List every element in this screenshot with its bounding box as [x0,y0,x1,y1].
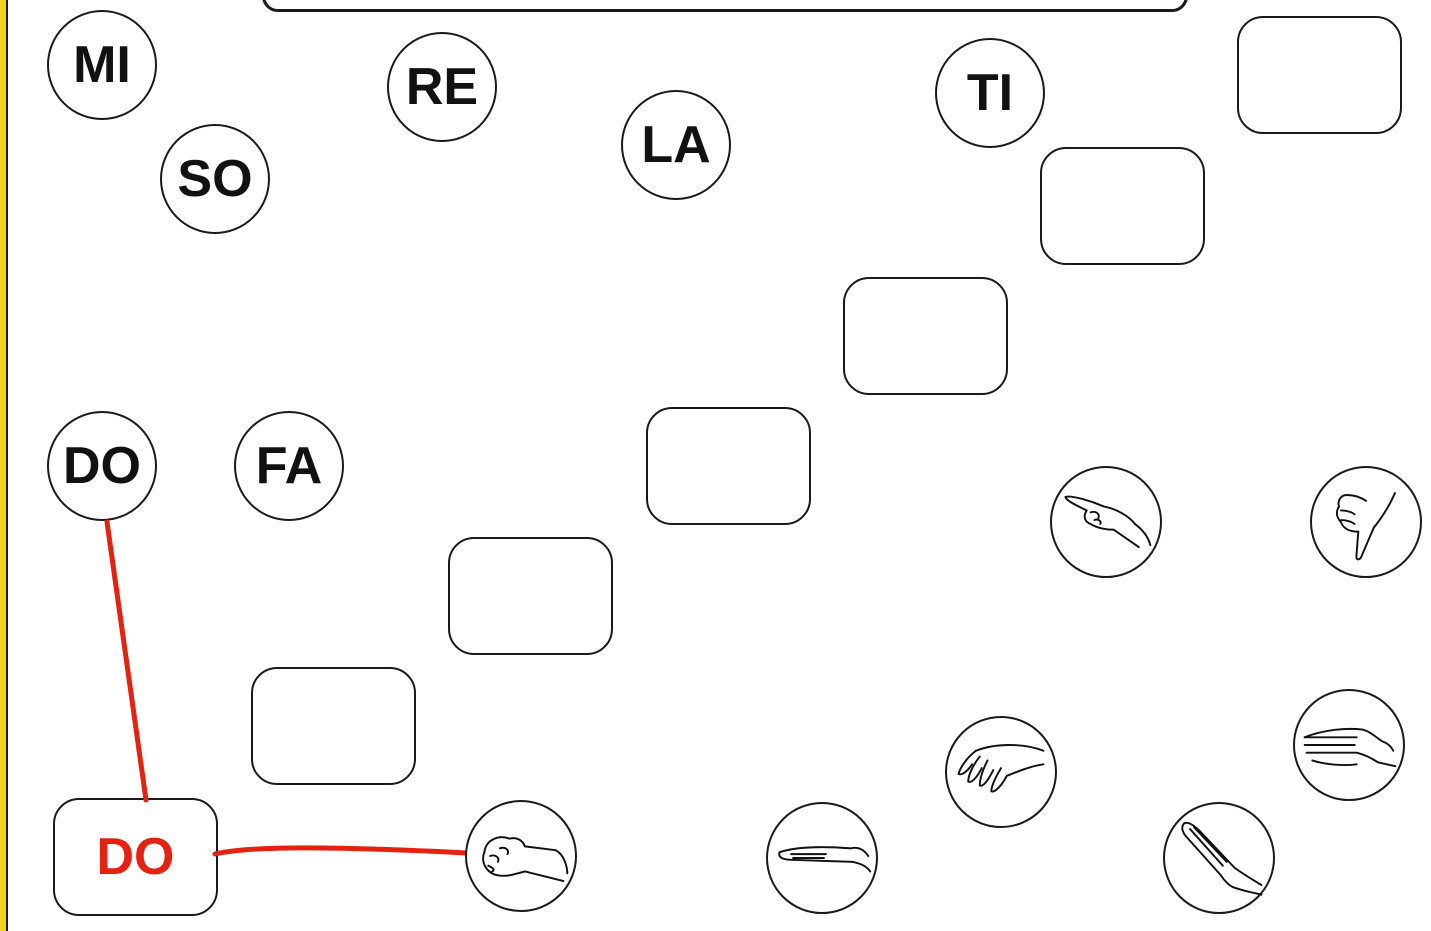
connector-slot-to-hand [212,845,469,857]
syllable-mi[interactable]: MI [47,10,157,120]
connector-do-to-slot [104,519,149,803]
hand-fist-icon[interactable] [465,800,577,912]
hand-open-icon[interactable] [1293,689,1405,801]
syllable-do[interactable]: DO [47,411,157,521]
slot-step-5[interactable] [843,277,1008,395]
syllable-la[interactable]: LA [621,90,731,200]
syllable-ti[interactable]: TI [935,38,1045,148]
syllable-re[interactable]: RE [387,32,497,142]
syllable-fa[interactable]: FA [234,411,344,521]
slot-step-6[interactable] [1040,147,1205,265]
syllable-so[interactable]: SO [160,124,270,234]
hand-diagonal-icon[interactable] [1163,802,1275,914]
slot-step-3[interactable] [448,537,613,655]
slot-step-1[interactable]: DO [53,798,218,916]
slot-step-7[interactable] [1237,16,1402,134]
slot-step-2[interactable] [251,667,416,785]
hand-point-icon[interactable] [1050,466,1162,578]
left-frame-border [0,0,8,931]
hand-fingers-down-icon[interactable] [945,716,1057,828]
slot-step-4[interactable] [646,407,811,525]
hand-thumb-down-icon[interactable] [1310,466,1422,578]
top-drop-bar[interactable] [262,0,1188,12]
hand-flat-icon[interactable] [766,802,878,914]
